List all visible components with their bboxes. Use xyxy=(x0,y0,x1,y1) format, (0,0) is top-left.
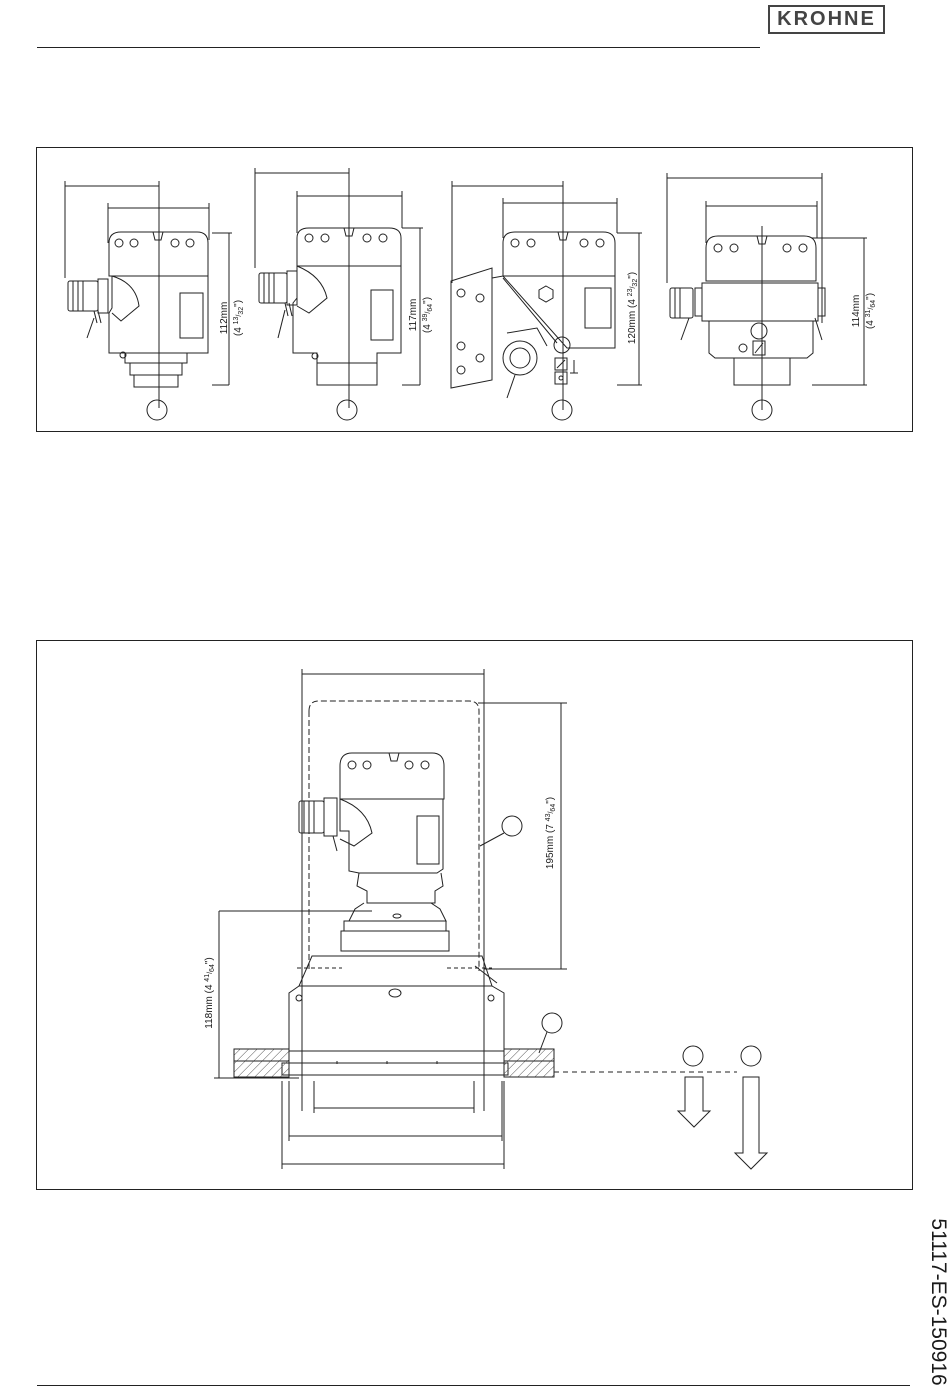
flange-height-dimension-label: 118mm (4 41/64") xyxy=(204,957,216,1029)
housing-2-height: 117mm xyxy=(408,299,419,332)
installation-figure: 118mm (4 41/64") 195mm (7 43/64") xyxy=(36,640,913,1190)
housing-1-dimension-label: 112mm (4 13/32") xyxy=(219,300,245,336)
installation-drawing: 118mm (4 41/64") 195mm (7 43/64") xyxy=(37,641,914,1191)
housing-2-drawing xyxy=(255,168,423,420)
header-rule xyxy=(37,47,760,48)
housing-3-dimension-label: 120mm (4 23/32") xyxy=(627,272,639,344)
krohne-logo: KROHNE xyxy=(768,5,885,34)
housing-1-height: 112mm xyxy=(219,302,230,335)
housing-clearance-value: 195mm xyxy=(545,836,556,869)
svg-text:117mm: 117mm xyxy=(408,299,419,332)
svg-text:118mm (4 41/64"): 118mm (4 41/64") xyxy=(204,957,216,1029)
housing-variants-drawing: 112mm (4 13/32") 117mm (4 39/64") 120mm … xyxy=(37,148,914,433)
housing-clearance-dimension-label: 195mm (7 43/64") xyxy=(545,797,557,869)
footer-rule xyxy=(37,1385,910,1386)
housing-4-height: 114mm xyxy=(851,295,862,328)
svg-text:112mm: 112mm xyxy=(219,302,230,335)
housing-variants-figure: 112mm (4 13/32") 117mm (4 39/64") 120mm … xyxy=(36,147,913,432)
svg-text:120mm (4 23/32"): 120mm (4 23/32") xyxy=(627,272,639,344)
flange-height-value: 118mm xyxy=(204,996,215,1029)
svg-text:(4 13/32"): (4 13/32") xyxy=(233,300,245,336)
housing-3-height: 120mm xyxy=(627,311,638,344)
svg-text:(4 39/64"): (4 39/64") xyxy=(422,297,434,333)
svg-text:114mm: 114mm xyxy=(851,295,862,328)
housing-4-drawing xyxy=(667,173,867,420)
housing-2-dimension-label: 117mm (4 39/64") xyxy=(408,297,434,333)
svg-text:(4 31/64"): (4 31/64") xyxy=(865,293,877,329)
svg-text:195mm (7 43/64"): 195mm (7 43/64") xyxy=(545,797,557,869)
housing-3-drawing xyxy=(451,181,642,420)
housing-1-drawing xyxy=(65,181,232,420)
